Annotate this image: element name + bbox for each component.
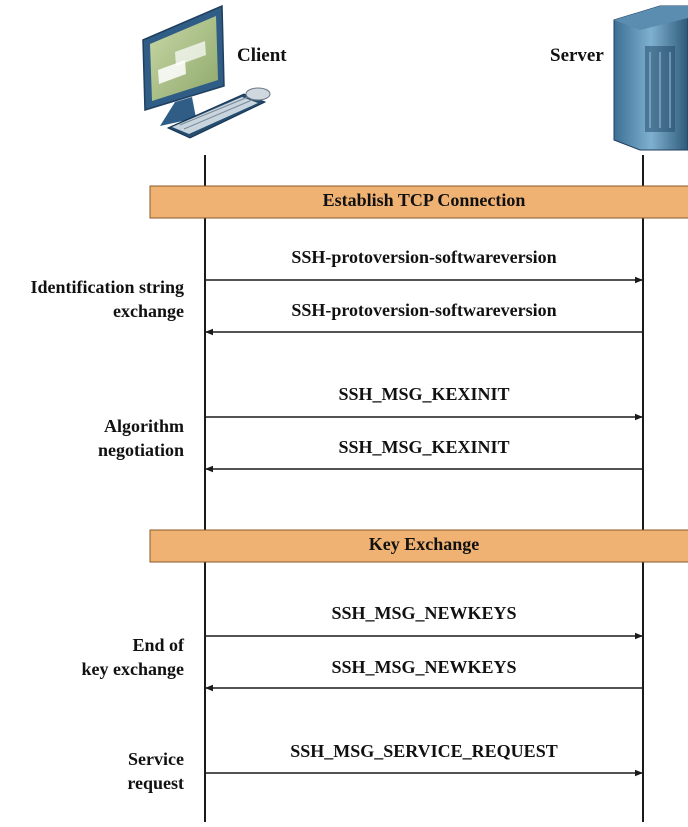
phase-end-keyexchange-line2: key exchange: [81, 659, 185, 679]
server-icon: [613, 5, 688, 151]
phase-end-keyexchange-line1: End of: [132, 635, 184, 655]
client-computer-icon: [142, 4, 271, 139]
band-establish-tcp-label: Establish TCP Connection: [322, 190, 526, 210]
phase-end-keyexchange-label: End of key exchange: [82, 633, 185, 681]
phase-service-request-line1: Service: [128, 749, 184, 769]
msg-label-1: SSH-protoversion-softwareversion: [291, 247, 557, 267]
msg-label-7: SSH_MSG_SERVICE_REQUEST: [290, 741, 558, 761]
server-label: Server: [550, 45, 604, 66]
msg-label-2: SSH-protoversion-softwareversion: [291, 300, 557, 320]
phase-algorithm-line1: Algorithm: [104, 416, 184, 436]
client-label: Client: [237, 45, 287, 66]
band-key-exchange: [149, 529, 688, 563]
phase-identification-label: Identification string exchange: [30, 275, 184, 323]
band-establish-tcp: [149, 185, 688, 219]
msg-label-5: SSH_MSG_NEWKEYS: [331, 603, 517, 623]
msg-label-3: SSH_MSG_KEXINIT: [338, 384, 510, 404]
phase-service-request-label: Service request: [127, 747, 184, 795]
phase-algorithm-label: Algorithm negotiation: [98, 414, 184, 462]
phase-algorithm-line2: negotiation: [97, 440, 184, 460]
msg-label-4: SSH_MSG_KEXINIT: [338, 437, 510, 457]
phase-identification-line2: exchange: [113, 301, 184, 321]
msg-label-6: SSH_MSG_NEWKEYS: [331, 657, 517, 677]
phase-service-request-line2: request: [127, 773, 184, 793]
phase-identification-line1: Identification string: [30, 277, 184, 297]
band-key-exchange-label: Key Exchange: [368, 534, 480, 554]
